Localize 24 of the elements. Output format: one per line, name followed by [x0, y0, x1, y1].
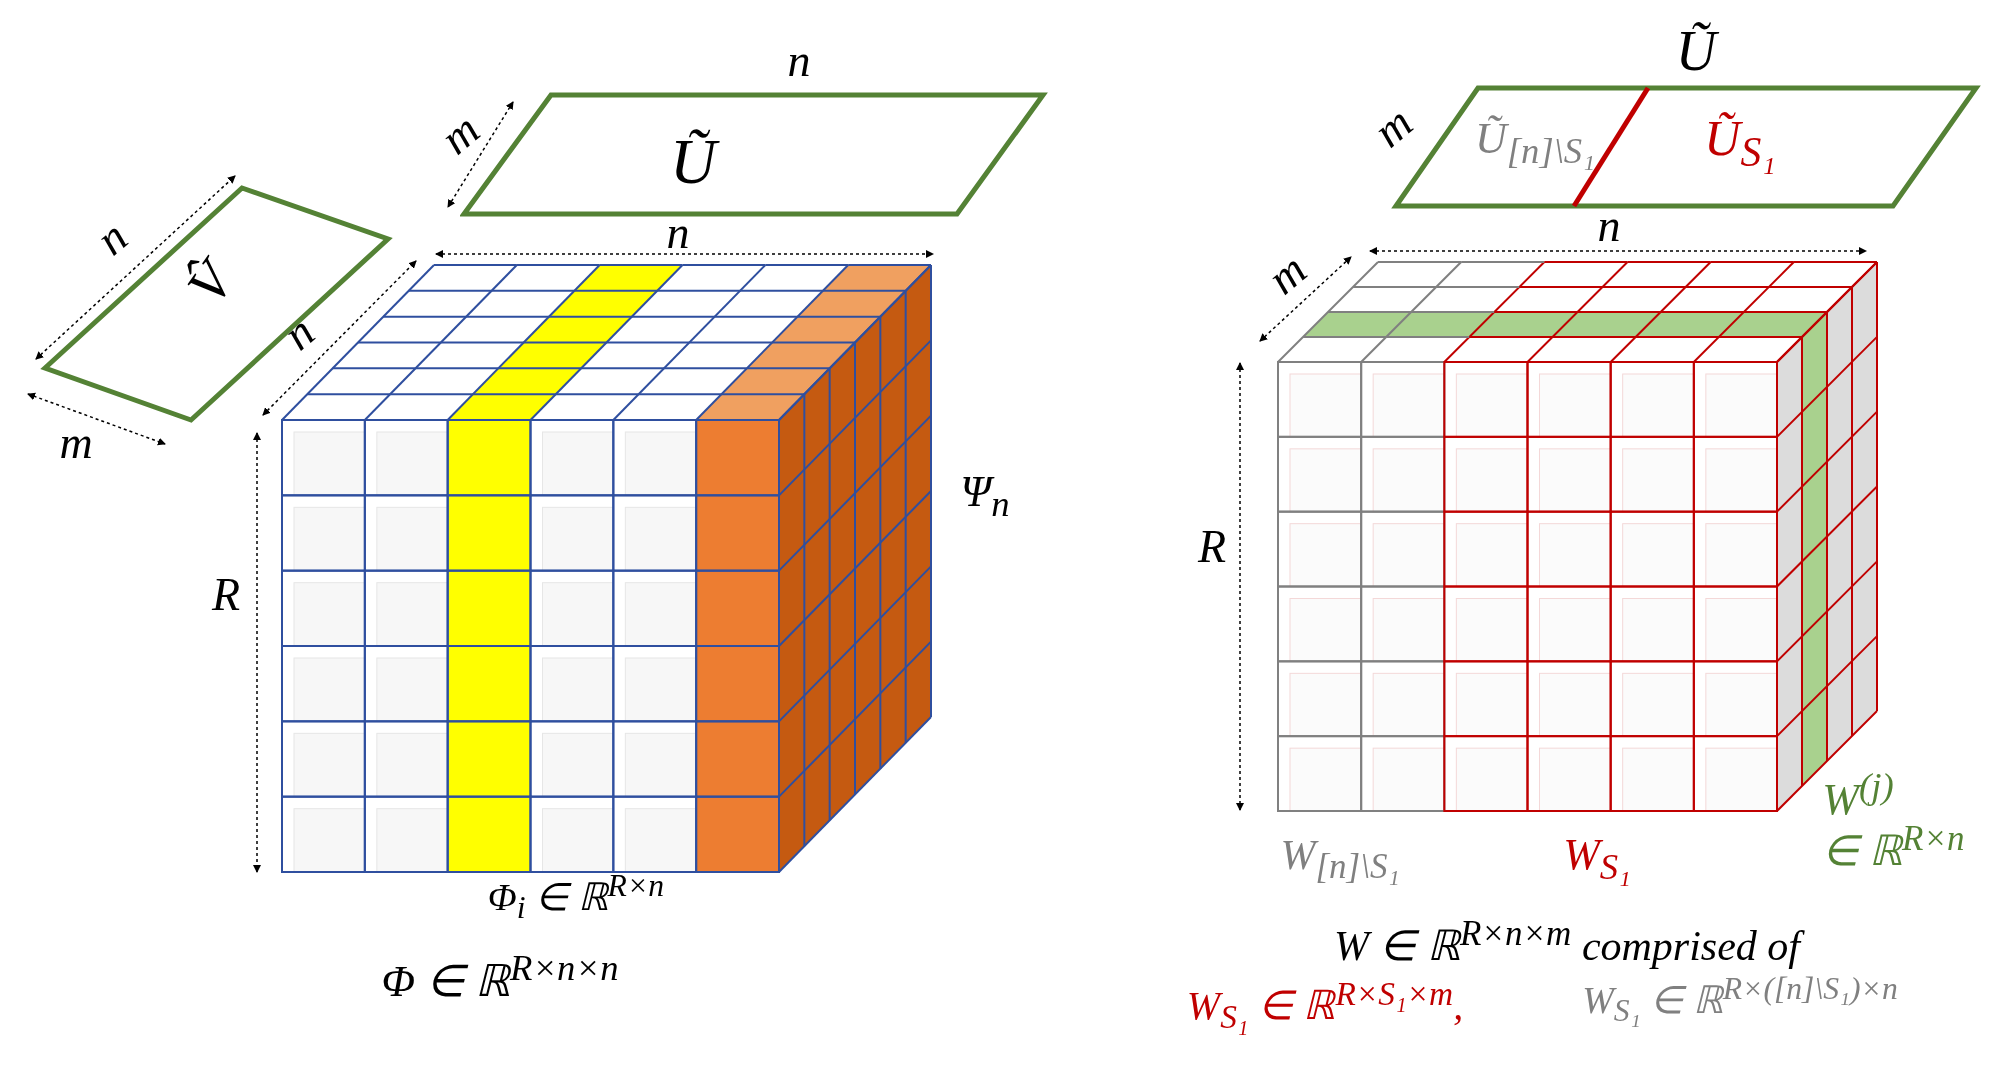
- matrix-symbol: Ũ: [1675, 23, 1717, 79]
- dimension-label: m: [1365, 98, 1421, 156]
- matrix-symbol: V̂: [177, 252, 243, 314]
- formula-text: Φ$_{i}$ ∈ ℝ$^{R×n}$: [487, 870, 665, 924]
- tensor-label: W$^{(j)}$: [1822, 768, 1894, 822]
- dimension-label: R: [211, 572, 241, 618]
- dimension-label: m: [432, 105, 488, 163]
- matrix-symbol: Ũ$_{[n]\S₁}$: [1475, 116, 1595, 170]
- tensor-label: W$_{[n]\S₁}$: [1280, 833, 1400, 885]
- dimension-label: n: [1597, 203, 1621, 249]
- formula-text: W$_{S₁}$ ∈ ℝ$^{R×([n]\S₁)×n}$: [1582, 973, 1898, 1027]
- formula-text: Φ ∈ ℝ$^{R×n×n}$: [381, 950, 619, 1004]
- formula-text: W$_{S₁}$ ∈ ℝ$^{R×S₁×m}$,: [1186, 976, 1464, 1034]
- dimension-label: n: [666, 210, 690, 256]
- dimension-label: m: [59, 420, 93, 466]
- formula-text: ∈ ℝ$^{R×n}$: [1821, 820, 1965, 872]
- dimension-label: n: [275, 308, 323, 358]
- dimension-label: n: [787, 38, 811, 84]
- tensor-label: Ψ$_{n}$: [960, 469, 1010, 523]
- matrix-symbol: Ũ$_{S₁}$: [1704, 112, 1776, 174]
- dimension-label: n: [88, 213, 136, 263]
- dimension-label: m: [1259, 245, 1315, 303]
- dimension-label: R: [1197, 524, 1227, 570]
- tensor-label: W$_{S₁}$: [1563, 832, 1631, 886]
